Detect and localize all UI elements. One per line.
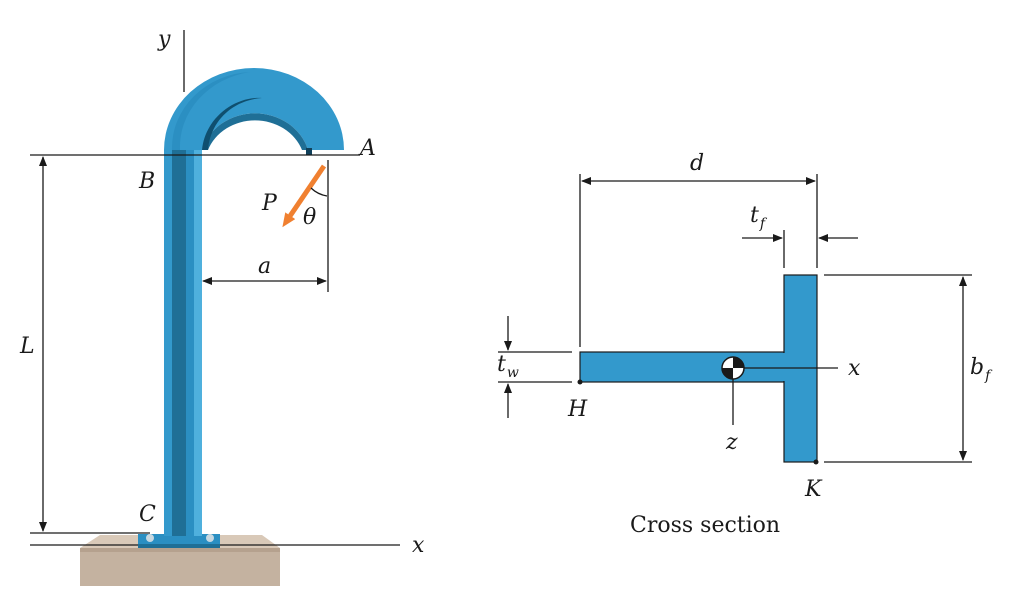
point-c-label: C (139, 502, 156, 527)
x-axis-label: x (412, 533, 425, 558)
bf-label: bf (970, 355, 993, 384)
cross-section-figure: x z d tf tw bf H K Cross section (497, 151, 993, 538)
point-k-label: K (804, 477, 823, 502)
point-k-marker (813, 459, 819, 465)
section-x-axis-label: x (848, 356, 861, 381)
point-a-label: A (358, 136, 376, 161)
length-label: L (19, 334, 35, 359)
base-plate (138, 534, 220, 548)
cross-section-caption: Cross section (630, 513, 780, 538)
vertical-member (164, 150, 202, 536)
section-z-axis-label: z (725, 430, 738, 455)
point-h-marker (577, 379, 583, 385)
d-label: d (690, 151, 704, 176)
centroid-icon (721, 356, 745, 380)
point-h-label: H (567, 397, 588, 422)
angle-label: θ (303, 205, 316, 230)
y-axis-label: y (157, 27, 171, 52)
column-figure: y A B C x L a P θ (19, 27, 425, 586)
load-arrow (282, 164, 327, 228)
load-label: P (261, 191, 278, 216)
point-b-label: B (138, 169, 155, 194)
tw-label: tw (497, 352, 519, 381)
curved-hook (164, 68, 344, 155)
angle-arc (310, 187, 328, 197)
tf-label: tf (750, 203, 768, 232)
offset-label: a (258, 254, 271, 279)
